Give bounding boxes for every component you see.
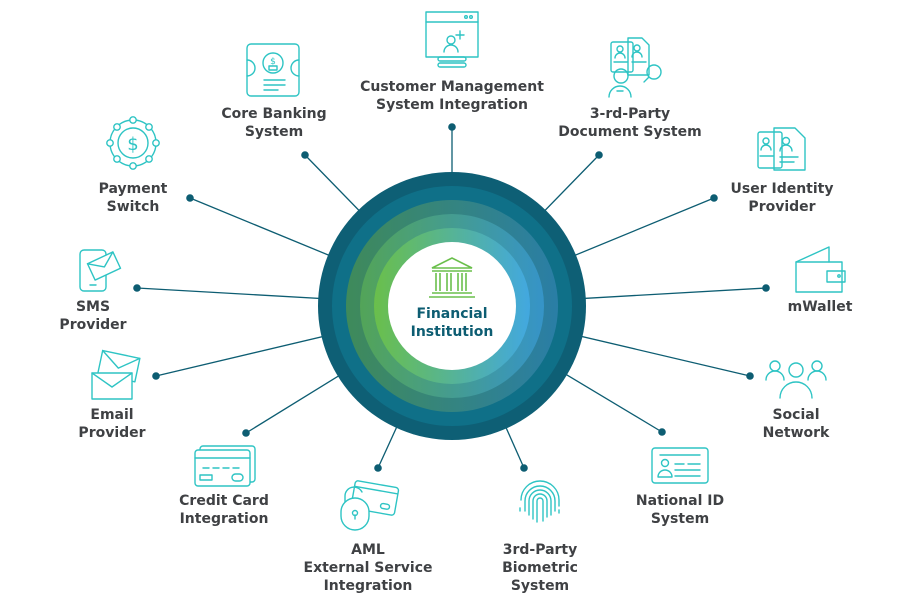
node-label-aml: AML External Service Integration xyxy=(304,541,433,595)
banking-note-icon: $ xyxy=(246,43,300,97)
node-label-user-identity: User Identity Provider xyxy=(731,180,834,216)
connector-dot-core-banking xyxy=(301,151,309,159)
label-line: AML xyxy=(351,542,385,558)
center-title-line: Institution xyxy=(410,324,494,340)
label-line: 3-rd-Party xyxy=(589,106,671,122)
identity-documents-icon xyxy=(757,127,806,171)
label-line: External Service xyxy=(303,560,433,576)
fingerprint-icon xyxy=(519,480,560,523)
label-line: mWallet xyxy=(787,299,853,315)
credit-card-icon xyxy=(194,445,256,487)
wallet-icon xyxy=(795,246,846,293)
connector-dot-mwallet xyxy=(762,284,770,292)
id-card-icon xyxy=(651,447,709,484)
connector-dot-aml xyxy=(374,464,382,472)
node-label-payment-switch: Payment Switch xyxy=(99,180,168,216)
label-line: Integration xyxy=(179,511,269,527)
label-line: Provider xyxy=(748,199,816,215)
label-line: User Identity xyxy=(730,181,834,197)
label-line: System xyxy=(650,511,710,527)
node-label-mwallet: mWallet xyxy=(788,298,853,316)
connector-dot-sms xyxy=(133,284,141,292)
label-line: Provider xyxy=(59,317,127,333)
label-line: SMS xyxy=(75,299,111,315)
connector-dot-third-party-document xyxy=(595,151,603,159)
node-label-customer-management: Customer Management System Integration xyxy=(360,78,544,114)
padlock-card-icon xyxy=(340,480,400,531)
center-title-line: Financial xyxy=(416,306,488,322)
connector-dot-user-identity xyxy=(710,194,718,202)
crm-browser-icon xyxy=(425,11,479,68)
label-line: Provider xyxy=(78,425,146,441)
label-line: Biometric xyxy=(502,560,578,576)
label-line: Switch xyxy=(106,199,160,215)
label-line: Payment xyxy=(98,181,168,197)
connector-dot-social-network xyxy=(746,372,754,380)
document-search-icon xyxy=(608,37,662,98)
label-line: System xyxy=(510,578,570,594)
node-label-core-banking: Core Banking System xyxy=(221,105,326,141)
label-line: 3rd-Party xyxy=(502,542,578,558)
label-line: System Integration xyxy=(375,97,528,113)
envelopes-icon xyxy=(91,349,141,400)
label-line: Customer Management xyxy=(360,79,544,95)
payment-network-icon: $ xyxy=(106,116,160,170)
phone-message-icon xyxy=(79,249,122,292)
label-line: Credit Card xyxy=(179,493,269,509)
label-line: Integration xyxy=(323,578,413,594)
connector-dot-national-id xyxy=(658,428,666,436)
node-label-social-network: Social Network xyxy=(763,406,830,442)
svg-text:$: $ xyxy=(270,57,276,67)
label-line: Social xyxy=(772,407,820,423)
node-label-credit-card: Credit Card Integration xyxy=(179,492,269,528)
connector-dot-credit-card xyxy=(242,429,250,437)
label-line: Email xyxy=(90,407,134,423)
hub-rings xyxy=(318,172,586,440)
center-title: Financial Institution xyxy=(411,305,494,341)
label-line: National ID xyxy=(635,493,725,509)
connector-dot-biometric xyxy=(520,464,528,472)
bank-icon xyxy=(429,257,475,298)
node-label-national-id: National ID System xyxy=(636,492,724,528)
label-line: Core Banking xyxy=(221,106,327,122)
node-label-sms: SMS Provider xyxy=(59,298,126,334)
label-line: Network xyxy=(762,425,830,441)
people-group-icon xyxy=(765,360,827,399)
svg-text:$: $ xyxy=(127,134,138,155)
node-label-third-party-document: 3-rd-Party Document System xyxy=(558,105,701,141)
node-label-email: Email Provider xyxy=(78,406,145,442)
label-line: System xyxy=(244,124,304,140)
node-label-biometric: 3rd-Party Biometric System xyxy=(502,541,578,595)
connector-dot-email xyxy=(152,372,160,380)
connector-dot-payment-switch xyxy=(186,194,194,202)
label-line: Document System xyxy=(558,124,702,140)
connector-dot-customer-management xyxy=(448,123,456,131)
hub-center xyxy=(388,242,516,370)
